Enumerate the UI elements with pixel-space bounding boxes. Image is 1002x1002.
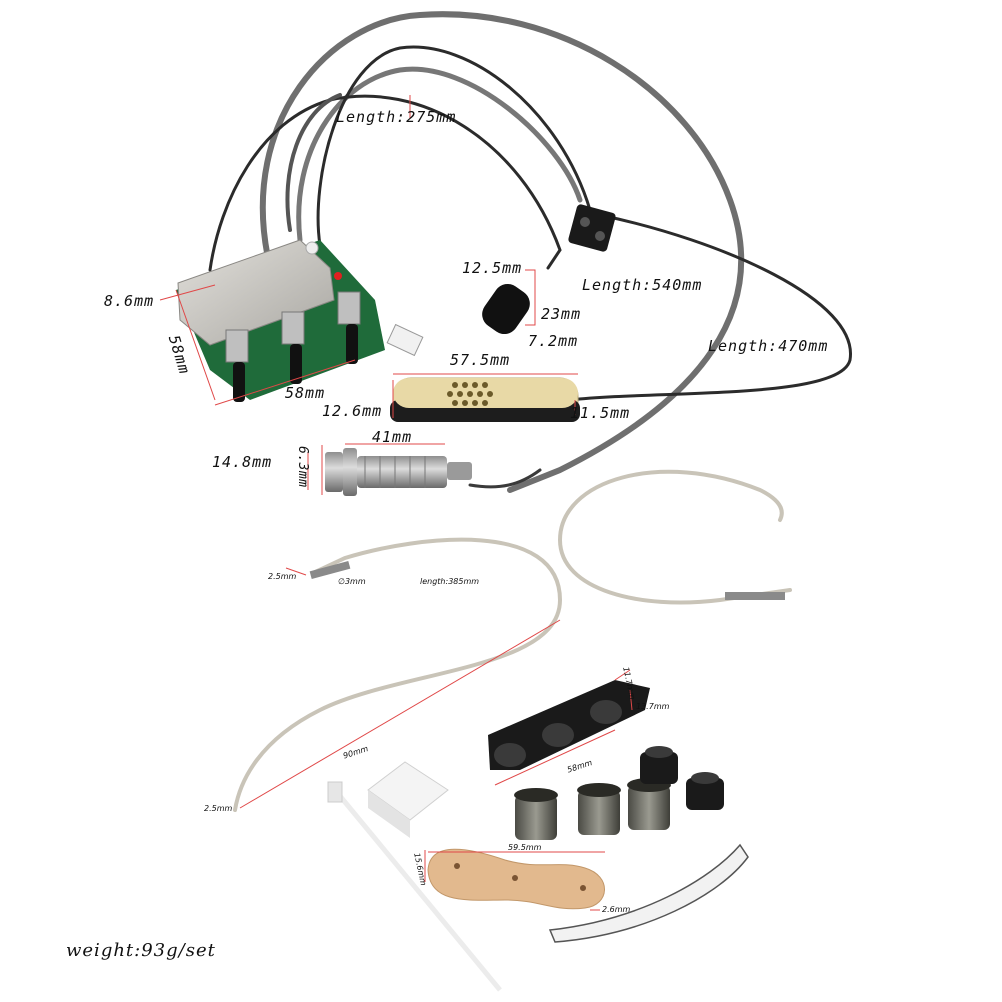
mic-depth-label: 7.2mm — [528, 332, 579, 350]
pickup-depth-label: 11.5mm — [570, 404, 631, 422]
mounting-plate — [427, 848, 605, 910]
jack-diameter-label: 6.3mm — [295, 446, 310, 488]
grey-cable-inner — [296, 66, 583, 243]
wire-diameter-label: ∅3mm — [338, 577, 366, 586]
endpin-jack — [325, 448, 472, 496]
saddle-height-label: 13.7mm — [636, 702, 670, 711]
jack-length-label: 41mm — [372, 428, 413, 446]
jack-lead — [468, 468, 542, 489]
piezo-wire-right — [557, 469, 792, 605]
small-microphone — [482, 283, 530, 335]
piezo-wires — [233, 469, 792, 812]
bushings — [514, 746, 724, 840]
white-connector — [305, 241, 319, 255]
weight-caption: weight:93g/set — [66, 940, 216, 961]
red-led — [334, 272, 342, 280]
length-540-label: Length:540mm — [582, 276, 703, 294]
mic-height-label: 23mm — [541, 305, 582, 323]
pickup-length-label: 57.5mm — [450, 351, 511, 369]
length-470-label: Length:470mm — [708, 337, 829, 355]
potentiometer-knobs — [225, 291, 361, 402]
cable-bundle — [208, 11, 852, 493]
dark-cable-left — [208, 94, 562, 272]
preamp-bottom-label: 58mm — [285, 384, 326, 402]
dark-cable-right-loop — [568, 213, 852, 402]
strip-thickness-label: 2.6mm — [602, 905, 631, 914]
length-275-label: Length:275mm — [336, 108, 457, 126]
preamp-board — [176, 239, 424, 402]
plug-diameter-bottom-label: 2.5mm — [204, 804, 233, 813]
dark-cable-battery — [316, 45, 592, 247]
preamp-thickness-label: 8.6mm — [104, 292, 155, 310]
mic-width-label: 12.5mm — [462, 259, 523, 277]
jack-flange-label: 14.8mm — [212, 453, 273, 471]
dimension-lines — [159, 95, 633, 911]
plug-diameter-top-label: 2.5mm — [268, 572, 297, 581]
soundhole-pickup — [390, 377, 580, 422]
metal-shield-box — [177, 239, 335, 346]
piezo-strip — [548, 843, 749, 943]
cable-tie-mount — [367, 761, 449, 838]
bridge-saddle — [488, 680, 650, 770]
plate-length-label: 59.5mm — [508, 843, 542, 852]
grey-cable-right — [285, 93, 342, 232]
grey-cable-loop — [259, 11, 745, 493]
wire-length-label: length:385mm — [420, 577, 480, 586]
connector-block — [386, 323, 424, 357]
cable-tie — [327, 781, 502, 992]
piezo-wire-left — [233, 537, 563, 812]
battery-clip — [568, 204, 616, 252]
pickup-height-label: 12.6mm — [322, 402, 383, 420]
